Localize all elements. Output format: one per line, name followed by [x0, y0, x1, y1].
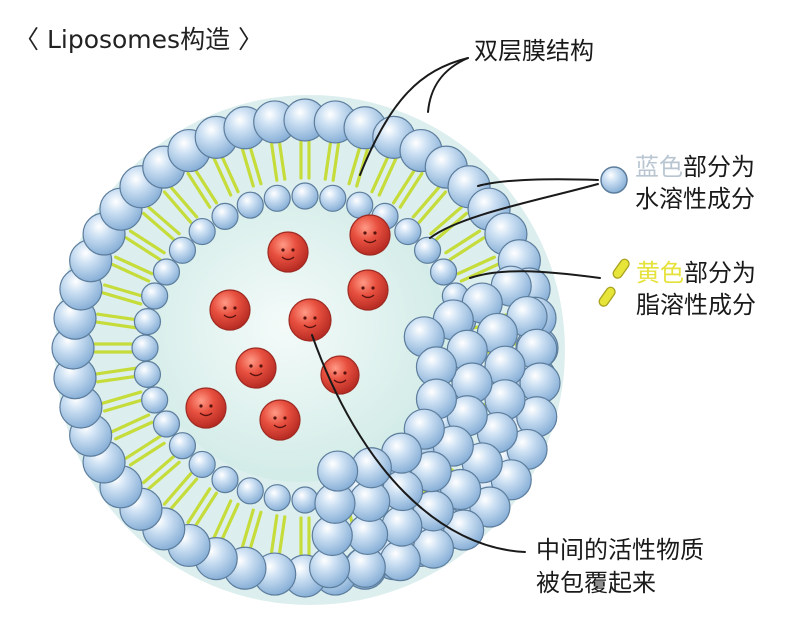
inner-head	[263, 484, 291, 512]
surface-head	[317, 450, 359, 492]
inner-head	[188, 217, 216, 246]
inner-head	[211, 466, 239, 494]
core-label: 中间的活性物质	[536, 536, 704, 564]
blue-sphere-icon	[600, 166, 628, 194]
inner-head	[263, 184, 291, 212]
page-title: 〈 Liposomes构造 〉	[14, 25, 264, 54]
red-drug-particle-icon	[267, 231, 309, 273]
red-drug-particle-icon	[259, 399, 301, 441]
bilayer-label: 双层膜结构	[474, 37, 594, 65]
inner-head	[394, 217, 422, 246]
inner-head	[429, 258, 458, 286]
red-drug-particle-icon	[288, 298, 332, 342]
blue-word: 蓝色	[635, 153, 683, 181]
red-drug-particle-icon	[347, 269, 389, 311]
inner-head	[236, 191, 264, 219]
phospholipid-heads	[51, 98, 561, 598]
inner-head	[133, 308, 162, 336]
blue-rest: 部分为	[683, 153, 755, 181]
inner-head	[141, 386, 169, 414]
core-label-line2: 被包覆起来	[536, 569, 656, 597]
inner-head	[291, 182, 319, 210]
inner-head	[152, 410, 181, 438]
inner-head	[152, 258, 181, 286]
hydrophilic-label-line2: 水溶性成分	[635, 185, 755, 213]
red-drug-particle-icon	[320, 355, 360, 395]
inner-head	[319, 184, 347, 212]
red-drug-particle-icon	[185, 387, 227, 429]
inner-head	[188, 450, 216, 479]
surface-head	[379, 540, 421, 582]
lipophilic-label: 黄色部分为	[636, 258, 756, 289]
yellow-word: 黄色	[636, 259, 684, 287]
surface-head	[381, 505, 423, 547]
red-drug-particle-icon	[235, 347, 277, 389]
leader-lines	[311, 57, 601, 553]
inner-head	[133, 360, 162, 388]
inner-head	[168, 236, 197, 264]
inner-head	[236, 477, 264, 505]
inner-head	[291, 486, 319, 514]
inner-head	[168, 432, 197, 460]
inner-head	[413, 236, 442, 264]
yellow-rest: 部分为	[684, 259, 756, 287]
red-drug-particle-icon	[349, 214, 391, 256]
lipophilic-label-line2: 脂溶性成分	[636, 291, 756, 319]
inner-head	[131, 334, 159, 362]
inner-head	[211, 202, 239, 230]
inner-head	[346, 191, 374, 219]
hydrophilic-label: 蓝色部分为	[635, 152, 755, 183]
yellow-capsule-icon	[598, 258, 630, 307]
inner-head	[141, 282, 169, 310]
active-substance-particles	[185, 214, 391, 441]
red-drug-particle-icon	[209, 289, 251, 331]
